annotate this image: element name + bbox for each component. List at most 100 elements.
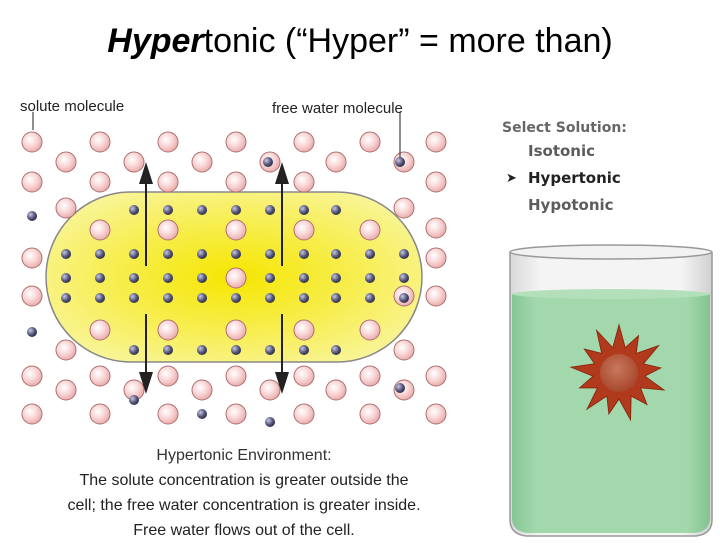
title-rest: tonic (“Hyper” = more than) [203, 22, 613, 60]
water-molecule [95, 293, 105, 303]
option-hypertonic-label: Hypertonic [528, 169, 621, 187]
solute-molecule [425, 217, 447, 239]
solute-molecule [293, 365, 315, 387]
solute-molecule-label: solute molecule [20, 98, 125, 115]
solute-molecule [225, 131, 247, 153]
solute-molecule [359, 219, 381, 241]
water-molecule [365, 249, 375, 259]
solute-molecule [157, 319, 179, 341]
water-molecule [129, 293, 139, 303]
solute-molecule [157, 131, 179, 153]
water-molecule [265, 205, 275, 215]
solute-molecule [425, 131, 447, 153]
solute-molecule [21, 365, 43, 387]
water-molecule [395, 383, 405, 393]
option-hypotonic[interactable]: Hypotonic [502, 192, 627, 219]
solution-selector: Select Solution: Isotonic ➤ Hypertonic Hy… [502, 120, 627, 219]
water-molecule [197, 409, 207, 419]
solute-molecule [325, 151, 347, 173]
water-molecule [129, 273, 139, 283]
water-molecule [197, 345, 207, 355]
water-molecule [197, 205, 207, 215]
solute-molecule [55, 151, 77, 173]
water-molecule [331, 293, 341, 303]
water-molecule [197, 249, 207, 259]
water-molecule [399, 249, 409, 259]
option-hypotonic-label: Hypotonic [528, 196, 614, 214]
water-molecule [365, 293, 375, 303]
water-molecule [265, 249, 275, 259]
water-molecule [61, 273, 71, 283]
solute-molecule [325, 379, 347, 401]
solute-molecule [359, 403, 381, 425]
diagram-svg [21, 112, 713, 537]
solute-molecule [293, 403, 315, 425]
osmosis-diagram: solute molecule free water molecule Hype… [0, 88, 720, 540]
solute-molecule [21, 247, 43, 269]
solute-molecule [293, 171, 315, 193]
solute-molecule [89, 319, 111, 341]
solute-molecule [359, 365, 381, 387]
water-molecule [299, 205, 309, 215]
solute-molecule [191, 379, 213, 401]
solute-molecule [21, 131, 43, 153]
solute-molecule [425, 247, 447, 269]
water-molecule-label: free water molecule [272, 100, 403, 117]
water-molecule [163, 273, 173, 283]
water-molecule [365, 273, 375, 283]
water-molecule [27, 327, 37, 337]
water-molecule [299, 293, 309, 303]
solute-molecule [293, 319, 315, 341]
solute-molecule [123, 151, 145, 173]
beaker [509, 244, 713, 537]
water-molecule [163, 345, 173, 355]
upper-left-arrow [139, 162, 153, 266]
water-molecule [299, 273, 309, 283]
water-molecule [129, 395, 139, 405]
water-molecule [263, 157, 273, 167]
solute-molecule [225, 319, 247, 341]
solute-molecule [89, 403, 111, 425]
solute-molecule [359, 131, 381, 153]
water-surface [512, 289, 710, 299]
selector-title: Select Solution: [502, 120, 627, 136]
chevron-right-icon: ➤ [506, 171, 517, 186]
water-molecule [331, 205, 341, 215]
water-molecule [331, 249, 341, 259]
solute-molecule [225, 171, 247, 193]
environment-line-3: Free water flows out of the cell. [133, 522, 355, 539]
water-molecule [163, 249, 173, 259]
solute-molecule [425, 365, 447, 387]
environment-line-1: The solute concentration is greater outs… [79, 472, 409, 489]
solute-molecule [393, 339, 415, 361]
upper-right-arrow [275, 162, 289, 266]
water-molecule [163, 293, 173, 303]
water-molecule [265, 345, 275, 355]
solute-molecule [293, 219, 315, 241]
solute-molecule [89, 131, 111, 153]
solute-molecule [89, 171, 111, 193]
solute-molecule [21, 285, 43, 307]
solute-molecule [55, 379, 77, 401]
water-molecule [231, 249, 241, 259]
water-molecule [129, 205, 139, 215]
solute-molecule [225, 365, 247, 387]
option-hypertonic[interactable]: ➤ Hypertonic [502, 165, 627, 192]
lower-left-arrow [139, 314, 153, 394]
solute-molecule [55, 339, 77, 361]
option-isotonic[interactable]: Isotonic [502, 138, 627, 165]
solute-molecule [259, 379, 281, 401]
water-molecule [299, 345, 309, 355]
environment-description: Hypertonic Environment: The solute conce… [14, 443, 474, 543]
solute-molecule [157, 219, 179, 241]
cell-nucleus [600, 354, 638, 392]
solute-molecule [225, 403, 247, 425]
water-molecule [197, 273, 207, 283]
solute-molecule [21, 403, 43, 425]
solute-molecule [425, 171, 447, 193]
solute-molecule [55, 197, 77, 219]
water-molecule [129, 345, 139, 355]
water-molecule [231, 345, 241, 355]
solute-molecule [293, 131, 315, 153]
water-molecule [61, 249, 71, 259]
